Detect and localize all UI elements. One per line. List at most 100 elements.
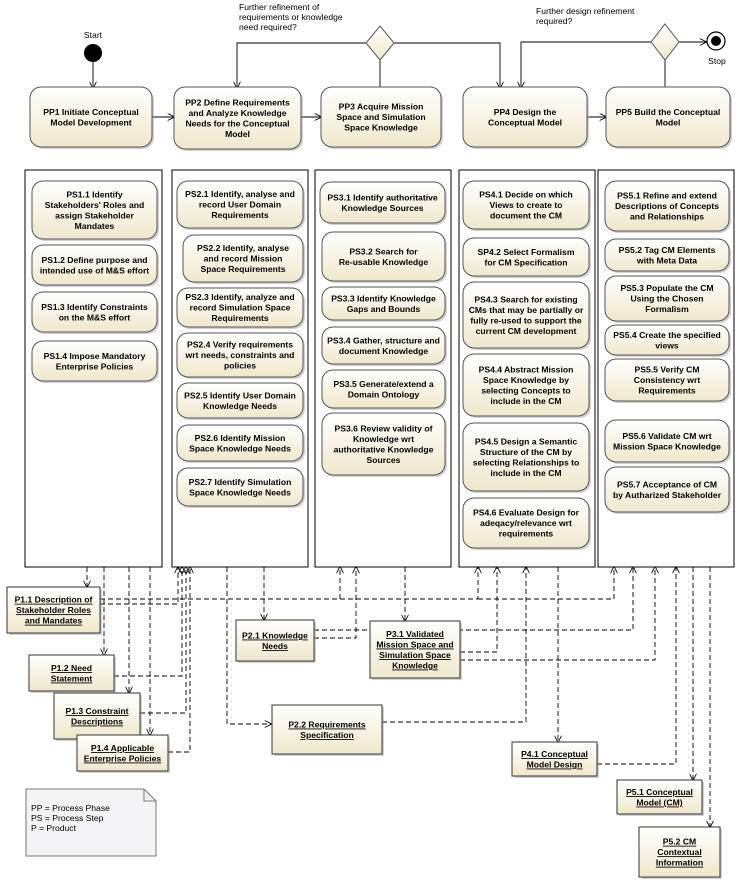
box-shape (53, 692, 141, 740)
box-shape (176, 382, 304, 419)
box-shape (29, 86, 153, 148)
node-label-line: PS5.2 Tag CM Elements (619, 245, 716, 255)
node-label-line: Contextual (657, 847, 701, 857)
df-p22-to-l4 (382, 567, 526, 723)
node-label-line: Needs for the Conceptual (185, 119, 289, 129)
node-label-line: PS3.1 Identify authoritative (327, 192, 438, 202)
node-label-line: Model Design (527, 760, 583, 770)
decision-diamond-1 (365, 25, 395, 61)
node-label-line: PS5.3 Populate the CM (620, 283, 713, 293)
box-shape (321, 231, 446, 282)
node-label-line: Requirements (638, 386, 696, 396)
box-shape (604, 358, 730, 402)
node-label-line: PS5.5 Verify CM (635, 365, 700, 375)
node-label-line: PS2.5 Identify User Domain (184, 390, 296, 400)
box-shape (604, 324, 730, 356)
node-label-line: Information (656, 858, 703, 868)
node-label-line: PS4.6 Evaluate Design for (473, 508, 580, 518)
node-label-line: P1.2 Need (51, 663, 92, 673)
decision-label-line: requirements or knowledge (239, 12, 343, 22)
box-shape (604, 180, 730, 232)
node-label-line: Knowledge (392, 661, 438, 671)
node-label-line: Re-usable Knowledge (339, 257, 429, 267)
node-label-line: adeqacy/relevance wrt (480, 518, 572, 528)
box-shape (462, 422, 590, 492)
node-label-line: Using the Chosen (630, 294, 703, 304)
node-label-line: Domain Ontology (348, 389, 420, 399)
node-label-line: Stakeholder Roles (16, 605, 91, 615)
box-shape (320, 86, 442, 148)
node-label-line: Space Knowledge by (483, 375, 569, 385)
node-label-line: CMs that may be partially or (469, 305, 584, 315)
box-shape (321, 326, 446, 365)
node-label-line: PS4.1 Decide on which (479, 190, 573, 200)
df-p11-to-l2 (100, 567, 178, 605)
box-shape (462, 180, 590, 230)
node-label-line: PS2.1 Identify, analyse and (185, 189, 295, 199)
node-label-line: Statement (51, 674, 93, 684)
df-p14-to-l2 (168, 567, 190, 753)
node-label-line: PS1.4 Impose Mandatory (44, 351, 146, 361)
box-shape (176, 467, 304, 507)
box-shape (462, 237, 590, 277)
box-shape (31, 180, 158, 240)
node-label-line: requirements (499, 529, 554, 539)
box-shape (76, 734, 169, 772)
node-label-line: and record Mission (204, 254, 283, 264)
legend-note (25, 788, 157, 857)
stop-label: Stop (708, 56, 726, 66)
node-label-line: Stakeholders' Roles and (45, 200, 144, 210)
node-label-line: current CM development (476, 326, 577, 336)
node-label-line: P1.1 Description of (15, 595, 93, 605)
box-shape (182, 234, 304, 283)
node-label-line: PP3 Acquire Mission (339, 102, 424, 112)
node-label-line: Mission Space and (376, 640, 453, 650)
node-label-line: Knowledge wrt (353, 434, 414, 444)
node-label-line: SP4.2 Select Formalism (478, 247, 575, 257)
node-label-line: Formalism (645, 304, 689, 314)
box-shape (604, 238, 730, 272)
node-label-line: Gaps and Bounds (347, 304, 421, 314)
node-label-line: PS3.3 Identify Knowledge (331, 293, 436, 303)
node-label-line: policies (224, 361, 256, 371)
node-label-line: Space Knowledge (344, 123, 418, 133)
node-label-line: document Knowledge (339, 346, 429, 356)
node-label-line: PS1.1 Identify (66, 189, 123, 199)
df-p21-to-l3a (314, 567, 356, 639)
node-label-line: PS2.6 Identify Mission (195, 433, 286, 443)
box-shape (271, 704, 383, 755)
node-label-line: P5.1 Conceptual (626, 787, 693, 797)
node-label-line: and Mandates (25, 616, 83, 626)
decision-label-line: Further design refinement (536, 6, 635, 16)
node-label-line: Requirements (211, 313, 269, 323)
box-shape (616, 779, 703, 815)
step-ps4-6: PS4.6 Evaluate Design foradeqacy/relevan… (462, 497, 591, 550)
node-label-line: Model (CM) (636, 798, 682, 808)
node-label-line: Requirements (211, 210, 269, 220)
df-p11-to-l4 (340, 567, 478, 600)
stop-node-inner (711, 36, 721, 46)
box-shape (176, 180, 304, 229)
node-label-line: P2.1 Knowledge (242, 631, 308, 641)
box-shape (319, 181, 446, 224)
node-label-line: with Meta Data (636, 255, 697, 265)
node-label-line: and Analyze Knowledge (188, 108, 286, 118)
